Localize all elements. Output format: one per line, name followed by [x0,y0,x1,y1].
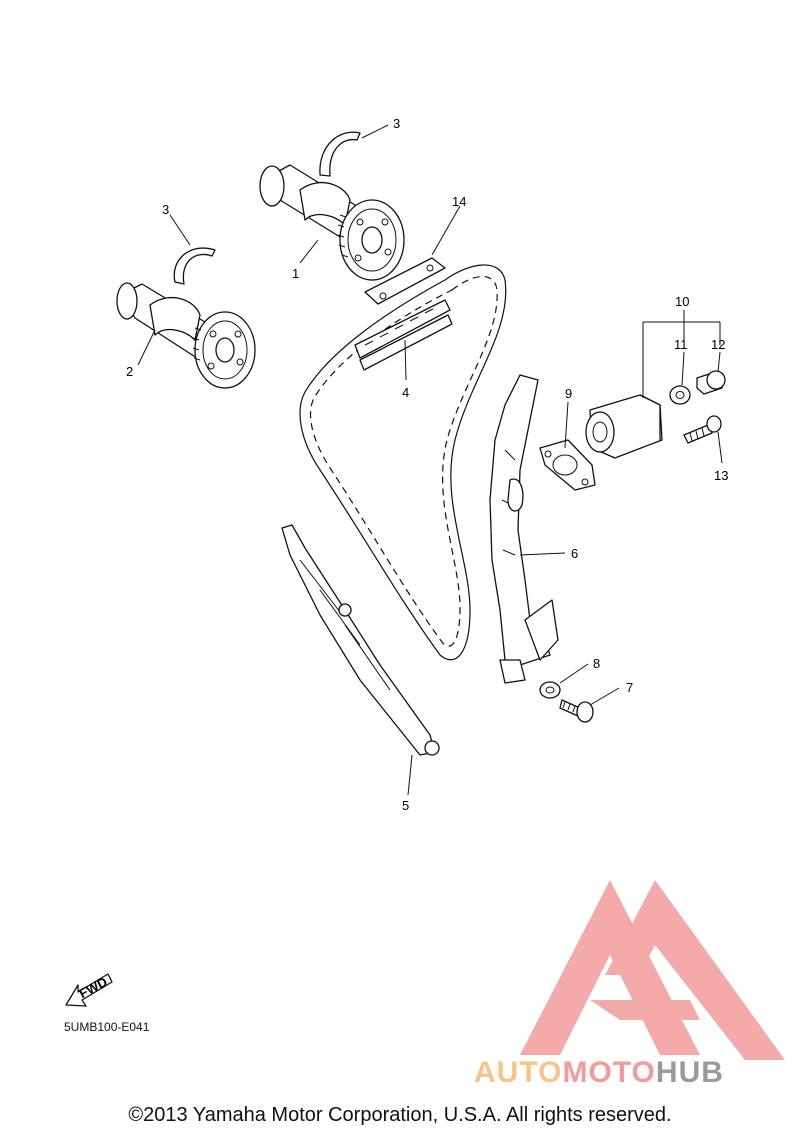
callout-13: 13 [714,468,728,483]
callout-5: 5 [402,798,409,813]
callout-10: 10 [675,294,689,309]
bolt-13 [683,415,722,444]
fwd-arrow-icon: FWD [65,973,113,1007]
chain-guide-plate [364,257,446,305]
chain-link-section [354,299,453,371]
circlip-3a [319,131,361,177]
callout-6: 6 [571,546,578,561]
tensioner-gasket [539,439,596,491]
camshaft-2 [116,282,256,389]
callout-9: 9 [565,386,572,401]
watermark-part-moto: MOTO [562,1056,656,1089]
washer-8 [539,681,561,699]
callout-labels: 1 2 3 3 4 5 6 7 8 9 10 11 12 13 14 [126,116,728,813]
watermark-logo [520,880,785,1060]
chain-guide-intake [281,524,440,756]
callout-12: 12 [711,337,725,352]
cam-chain [299,264,507,661]
callout-4: 4 [402,385,409,400]
watermark-wordmark: AUTOMOTOHUB [474,1056,724,1090]
callout-1: 1 [292,266,299,281]
callout-3b: 3 [162,202,169,217]
callout-8: 8 [593,656,600,671]
leader-lines [137,124,723,796]
copyright-notice: ©2013 Yamaha Motor Corporation, U.S.A. A… [128,1104,672,1126]
callout-3a: 3 [393,116,400,131]
callout-2: 2 [126,364,133,379]
plug-bolt-12 [696,370,726,395]
camshaft-1 [259,164,405,281]
callout-11: 11 [674,337,688,352]
callout-14: 14 [452,194,466,209]
circlip-3b [173,247,216,285]
chain-guide-exhaust [489,374,559,684]
callout-7: 7 [626,680,633,695]
watermark-part-hub: HUB [655,1056,724,1089]
chain-tensioner [585,394,663,459]
fwd-label: FWD [76,974,109,1001]
watermark-part-auto: AUTO [474,1056,563,1089]
washer-11 [669,385,691,405]
bolt-7 [559,699,594,723]
diagram-code: 5UMB100-E041 [64,1020,150,1034]
